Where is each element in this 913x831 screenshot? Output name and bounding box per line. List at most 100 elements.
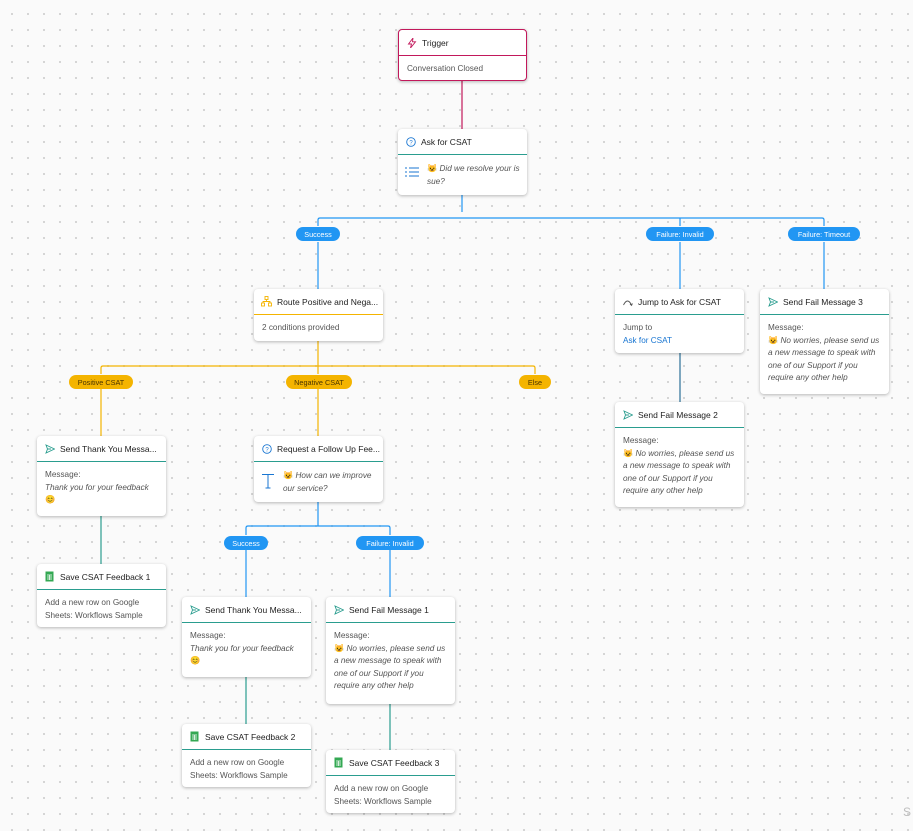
bot-emoji-icon: 😺: [283, 471, 294, 480]
branch-failure-invalid-label: Failure: Invalid: [656, 229, 704, 239]
branch-success-2-pill[interactable]: Success: [224, 536, 268, 550]
followup-node[interactable]: ? Request a Follow Up Fee... 😺 How can w…: [254, 436, 383, 502]
save3-node[interactable]: Save CSAT Feedback 3 Add a new row on Go…: [326, 750, 455, 813]
branch-positive-csat-label: Positive CSAT: [77, 377, 125, 387]
branch-positive-csat-pill[interactable]: Positive CSAT: [69, 375, 133, 389]
send-icon: [622, 409, 633, 420]
thanks1-label: Message:: [45, 470, 81, 479]
branch-success-label: Success: [304, 229, 332, 239]
fail1-header: Send Fail Message 1: [326, 597, 455, 623]
bot-emoji-icon: 😺: [768, 335, 779, 345]
thanks1-title: Send Thank You Messa...: [60, 443, 157, 454]
sheets-icon: [44, 571, 55, 582]
fail3-title: Send Fail Message 3: [783, 296, 863, 307]
fail3-label: Message:: [768, 323, 804, 332]
fail1-title: Send Fail Message 1: [349, 604, 429, 615]
route-node[interactable]: Route Positive and Nega... 2 conditions …: [254, 289, 383, 341]
fail2-header: Send Fail Message 2: [615, 402, 744, 428]
connector-ask-branches: [317, 194, 825, 226]
followup-body: 😺 How can we improve our service?: [254, 462, 383, 503]
fail3-header: Send Fail Message 3: [760, 289, 889, 315]
save1-node[interactable]: Save CSAT Feedback 1 Add a new row on Go…: [37, 564, 166, 627]
send-icon: [44, 443, 55, 454]
save3-title: Save CSAT Feedback 3: [349, 757, 440, 768]
branch-failure-timeout-label: Failure: Timeout: [797, 229, 851, 239]
followup-header: ? Request a Follow Up Fee...: [254, 436, 383, 462]
connector-followup-branches: [245, 502, 391, 535]
thanks2-label: Message:: [190, 631, 226, 640]
fail2-title: Send Fail Message 2: [638, 409, 718, 420]
svg-text:?: ?: [409, 140, 413, 146]
ask-csat-body: 😺 Did we resolve your is sue?: [398, 155, 527, 196]
ask-csat-header: ? Ask for CSAT: [398, 129, 527, 155]
branch-else-pill[interactable]: Else: [519, 375, 551, 389]
fail2-body: Message: 😺 No worries, please send us a …: [615, 428, 744, 505]
text-icon: [261, 473, 277, 491]
watermark-text: S: [902, 805, 911, 819]
save2-desc: Add a new row on Google Sheets: Workflow…: [190, 758, 288, 780]
thanks1-message: Thank you for your feedback: [45, 482, 149, 492]
thanks2-title: Send Thank You Messa...: [205, 604, 302, 615]
jump-title: Jump to Ask for CSAT: [638, 296, 721, 307]
jump-body: Jump to Ask for CSAT: [615, 315, 744, 354]
send-icon: [189, 604, 200, 615]
save1-title: Save CSAT Feedback 1: [60, 571, 151, 582]
save2-title: Save CSAT Feedback 2: [205, 731, 296, 742]
branch-failure-invalid-pill[interactable]: Failure: Invalid: [646, 227, 714, 241]
trigger-title: Trigger: [422, 37, 449, 48]
thanks2-body: Message: Thank you for your feedback 😊: [182, 623, 311, 675]
send-icon: [767, 296, 778, 307]
lightning-icon: [406, 37, 417, 48]
branch-negative-csat-pill[interactable]: Negative CSAT: [286, 375, 352, 389]
save2-node[interactable]: Save CSAT Feedback 2 Add a new row on Go…: [182, 724, 311, 787]
thanks1-node[interactable]: Send Thank You Messa... Message: Thank y…: [37, 436, 166, 516]
branch-else-label: Else: [527, 377, 543, 387]
save2-body: Add a new row on Google Sheets: Workflow…: [182, 750, 311, 789]
sheets-icon: [189, 731, 200, 742]
send-icon: [333, 604, 344, 615]
branch-failure-invalid-2-pill[interactable]: Failure: Invalid: [356, 536, 424, 550]
save3-header: Save CSAT Feedback 3: [326, 750, 455, 776]
save1-header: Save CSAT Feedback 1: [37, 564, 166, 590]
fail1-node[interactable]: Send Fail Message 1 Message: 😺 No worrie…: [326, 597, 455, 704]
jump-header: Jump to Ask for CSAT: [615, 289, 744, 315]
branch-failure-timeout-pill[interactable]: Failure: Timeout: [788, 227, 860, 241]
bot-emoji-icon: 😺: [427, 164, 438, 173]
thanks2-node[interactable]: Send Thank You Messa... Message: Thank y…: [182, 597, 311, 677]
thanks2-message: Thank you for your feedback: [190, 643, 294, 653]
list-icon: [405, 166, 421, 180]
fail2-node[interactable]: Send Fail Message 2 Message: 😺 No worrie…: [615, 402, 744, 507]
thanks1-header: Send Thank You Messa...: [37, 436, 166, 462]
fail1-label: Message:: [334, 631, 370, 640]
question-circle-icon: ?: [405, 136, 416, 147]
branch-failure-invalid-2-label: Failure: Invalid: [366, 538, 414, 548]
trigger-node-header: Trigger: [399, 30, 526, 56]
route-header: Route Positive and Nega...: [254, 289, 383, 315]
bot-emoji-icon: 😺: [623, 448, 634, 458]
connector-route-branches: [100, 341, 536, 374]
jump-node[interactable]: Jump to Ask for CSAT Jump to Ask for CSA…: [615, 289, 744, 353]
fail3-node[interactable]: Send Fail Message 3 Message: 😺 No worrie…: [760, 289, 889, 394]
svg-text:?: ?: [265, 447, 269, 453]
jump-target-link[interactable]: Ask for CSAT: [623, 335, 672, 345]
thanks1-body: Message: Thank you for your feedback 😊: [37, 462, 166, 514]
trigger-node[interactable]: Trigger Conversation Closed: [398, 29, 527, 81]
save1-desc: Add a new row on Google Sheets: Workflow…: [45, 598, 143, 620]
ask-csat-node[interactable]: ? Ask for CSAT 😺 Did we resolve your is …: [398, 129, 527, 195]
ask-csat-question: Did we resolve your is sue?: [427, 164, 520, 186]
save2-header: Save CSAT Feedback 2: [182, 724, 311, 750]
jump-label: Jump to: [623, 323, 653, 332]
fail2-message: No worries, please send us a new message…: [623, 448, 735, 496]
branch-success-2-label: Success: [232, 538, 260, 548]
branch-success-pill[interactable]: Success: [296, 227, 340, 241]
fail3-message: No worries, please send us a new message…: [768, 335, 880, 383]
followup-question: How can we improve our service?: [283, 471, 372, 493]
question-circle-icon: ?: [261, 443, 272, 454]
sheets-icon: [333, 757, 344, 768]
trigger-event: Conversation Closed: [407, 64, 484, 73]
fail2-label: Message:: [623, 436, 659, 445]
route-icon: [261, 296, 272, 307]
save3-body: Add a new row on Google Sheets: Workflow…: [326, 776, 455, 815]
